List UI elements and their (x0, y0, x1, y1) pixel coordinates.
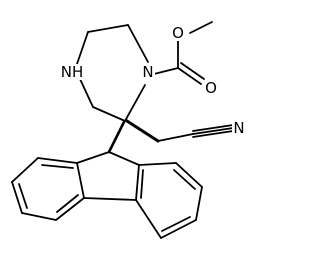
bond-c2-ch2-wedge (125, 119, 160, 143)
bond-right-double-a (173, 169, 196, 190)
bond-right-2 (175, 162, 203, 188)
bond-c9-c9a (76, 151, 110, 164)
bond-nitrile-triple-2 (192, 127, 234, 135)
bond-carbonyl-double-a (177, 67, 202, 85)
bond-left-2 (11, 157, 39, 183)
bond-n4-c3 (79, 78, 94, 108)
bond-c4b-c4a (83, 197, 137, 201)
bond-left-double-b (18, 183, 28, 209)
bond-ch2-cn (157, 133, 194, 142)
bond-c9a-c4b (76, 162, 85, 199)
bond-n1-c6 (127, 24, 149, 63)
bond-right-double-b (161, 216, 191, 232)
bond-left-double-c (56, 194, 79, 213)
label-bg-ester-o (171, 25, 185, 41)
bond-right-4 (160, 219, 197, 239)
bond-c3-c2 (92, 106, 126, 122)
bond-methyl-o (189, 21, 213, 34)
label-bg-n1 (141, 64, 155, 80)
bond-left-1 (37, 157, 78, 164)
bond-left-3 (11, 181, 23, 214)
bond-carbonyl-double-b (180, 62, 205, 80)
bond-left-4 (21, 212, 57, 221)
bond-right-double-c (140, 169, 144, 199)
molecule-structure: O O N NH N (11, 21, 246, 239)
bond-c9-c8a (108, 151, 140, 166)
bond-left-double-a (41, 164, 74, 169)
bond-left-5 (55, 197, 85, 221)
bond-c8a-c4a (135, 164, 140, 201)
bond-c5-n4 (76, 31, 89, 65)
bond-c2-n1 (124, 84, 146, 122)
bond-nitrile-triple-3 (192, 130, 234, 138)
label-bg-carbonyl-o (204, 80, 218, 96)
atom-ring-nitrogen: N (142, 63, 153, 81)
atom-ring-amine: NH (61, 63, 84, 81)
atom-carbonyl-oxygen: O (205, 79, 217, 97)
bond-right-3 (195, 186, 203, 221)
bond-right-1 (138, 162, 177, 166)
bond-right-5 (135, 199, 162, 239)
bond-c2-c9 (107, 120, 126, 154)
label-bg-nh (60, 64, 84, 80)
bond-nitrile-triple-1 (192, 124, 234, 132)
atom-ester-oxygen: O (172, 24, 184, 42)
label-bg-nitrile-n (232, 120, 246, 136)
bond-c6-c5 (87, 24, 129, 33)
atom-nitrile-nitrogen: N (233, 119, 244, 137)
bond-carbonyl-n (153, 67, 179, 75)
